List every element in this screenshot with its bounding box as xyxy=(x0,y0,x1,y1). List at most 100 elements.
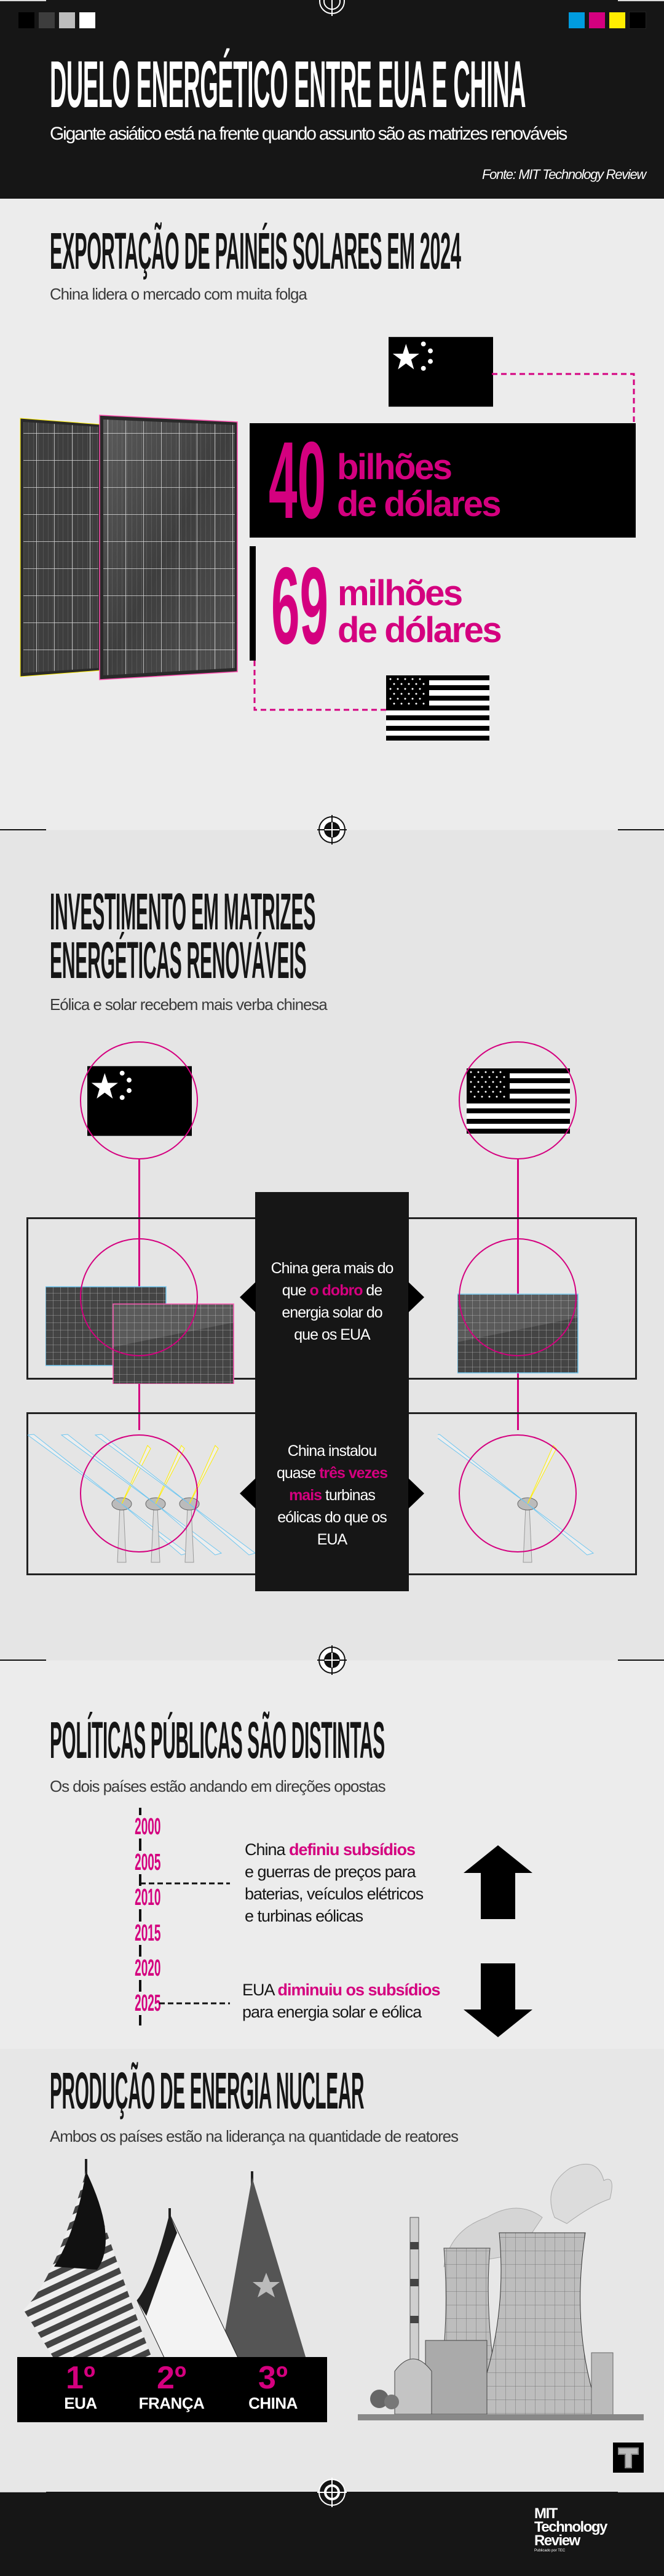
registration-target-icon xyxy=(317,2478,347,2507)
timeline-axis xyxy=(139,1808,141,2025)
highlight-text: diminuiu os subsídios xyxy=(277,1981,441,1999)
rank-country: CHINA xyxy=(248,2394,298,2412)
title-line: INVESTIMENTO EM MATRIZES xyxy=(50,883,316,940)
china-solar-ring xyxy=(80,1238,198,1356)
header xyxy=(0,0,664,199)
swatch xyxy=(59,12,75,28)
swatch xyxy=(609,12,625,28)
usa-export-value: 69 xyxy=(271,544,329,667)
text: de energia solar do que os EUA xyxy=(282,1282,382,1343)
china-flag-ring xyxy=(80,1041,198,1159)
section-subtitle: Eólica e solar recebem mais verba chines… xyxy=(50,995,328,1014)
usa-flag-icon xyxy=(386,675,489,741)
registration-target-icon xyxy=(319,0,345,16)
policy-line: para energia solar e eólica xyxy=(242,2003,422,2021)
crop-mark xyxy=(0,2491,46,2492)
year-label: 2025 xyxy=(135,1990,161,2016)
text: China gera mais do que xyxy=(271,1260,394,1299)
swatch xyxy=(39,12,55,28)
crop-mark xyxy=(0,1660,46,1661)
unit-line: de dólares xyxy=(338,610,502,650)
swatch xyxy=(629,12,646,29)
ranking-box xyxy=(17,2357,327,2422)
page-title: DUELO ENERGÉTICO ENTRE EUA E CHINA xyxy=(50,47,526,121)
arrow-down-icon xyxy=(464,1963,532,2037)
solar-panels-image xyxy=(20,415,238,680)
highlight-text: o dobro xyxy=(309,1282,363,1299)
policy-line: baterias, veículos elétricos xyxy=(245,1885,424,1903)
usa-wind-ring xyxy=(459,1434,577,1552)
year-label: 2010 xyxy=(135,1885,161,1910)
crop-mark xyxy=(618,2491,664,2492)
text: turbinas eólicas do que os EUA xyxy=(277,1487,387,1548)
china-connector-dashed xyxy=(140,1882,230,1885)
section-title: PRODUÇÃO DE ENERGIA NUCLEAR xyxy=(50,2062,365,2120)
publisher-note: Publicado por TEC xyxy=(534,2549,566,2553)
crop-mark xyxy=(618,0,664,1)
crop-mark xyxy=(618,829,664,830)
swatch xyxy=(589,12,605,28)
brand-mark-logo xyxy=(613,2443,644,2473)
timeline-year: 2010 xyxy=(122,1885,161,1910)
title-line: ENERGÉTICAS RENOVÁVEIS xyxy=(50,931,307,989)
section-subtitle: Ambos os países estão na liderança na qu… xyxy=(50,2127,459,2145)
swatch xyxy=(79,12,95,28)
solar-pointer-arrows xyxy=(240,1282,424,1313)
year-label: 2020 xyxy=(135,1955,161,1981)
policy-line: EUA diminuiu os subsídios xyxy=(242,1979,441,2001)
logo-line: Review xyxy=(534,2532,580,2549)
rank-place: 1º xyxy=(66,2360,95,2396)
logo-line: Technology xyxy=(534,2519,607,2535)
registration-target-icon xyxy=(317,1645,347,1675)
highlight-text: três vezes mais xyxy=(289,1465,388,1504)
rank-country: EUA xyxy=(64,2394,97,2412)
year-label: 2015 xyxy=(135,1920,161,1946)
rank-place: 3º xyxy=(258,2360,288,2396)
wind-comparison-text: China instalou quase três vezes mais tur… xyxy=(255,1440,409,1551)
registration-target-icon xyxy=(317,815,347,845)
usa-value-bar xyxy=(250,546,256,661)
connector-dashed xyxy=(253,661,389,711)
china-flag-icon xyxy=(389,336,493,407)
timeline-year: 2020 xyxy=(122,1955,161,1981)
unit-line: de dólares xyxy=(337,484,502,524)
china-export-value: 40 xyxy=(269,419,326,541)
timeline-year: 2025 xyxy=(122,1990,161,2016)
text: EUA xyxy=(242,1981,278,1999)
swatch xyxy=(18,12,34,28)
unit-line: milhões xyxy=(338,573,463,613)
page-subtitle: Gigante asiático está na frente quando a… xyxy=(50,124,567,144)
unit-line: bilhões xyxy=(337,447,453,487)
source-note: Fonte: MIT Technology Review xyxy=(481,167,646,182)
highlight-text: definiu subsídios xyxy=(289,1840,416,1859)
wind-pointer-arrows xyxy=(240,1478,424,1509)
crop-mark xyxy=(0,829,46,830)
china-wind-ring xyxy=(80,1434,198,1552)
text: China instalou quase xyxy=(277,1442,377,1482)
usa-solar-ring xyxy=(459,1238,577,1356)
rank-country: FRANÇA xyxy=(138,2394,205,2412)
nuclear-plant-image xyxy=(358,2163,644,2420)
solar-comparison-text: China gera mais do que o dobro de energi… xyxy=(255,1257,409,1346)
china-value-box xyxy=(250,423,636,538)
t-logo-icon xyxy=(618,2447,639,2468)
text: China xyxy=(245,1840,290,1859)
mit-technology-review-logo: MIT Technology Review Publicado por TEC xyxy=(534,2506,607,2554)
crop-mark xyxy=(0,0,46,1)
timeline-year: 2015 xyxy=(122,1920,161,1946)
crop-mark xyxy=(618,1660,664,1661)
china-policy-text: China definiu subsídios e guerras de pre… xyxy=(245,1839,424,1927)
year-label: 2000 xyxy=(135,1814,161,1840)
section-subtitle: China lidera o mercado com muita folga xyxy=(50,285,307,303)
usa-connector-dashed xyxy=(159,2002,230,2005)
comparison-text-column xyxy=(255,1192,409,1591)
arrow-up-icon xyxy=(464,1845,532,1919)
rank-place: 2º xyxy=(157,2360,186,2396)
country-flags-image xyxy=(23,2159,306,2359)
